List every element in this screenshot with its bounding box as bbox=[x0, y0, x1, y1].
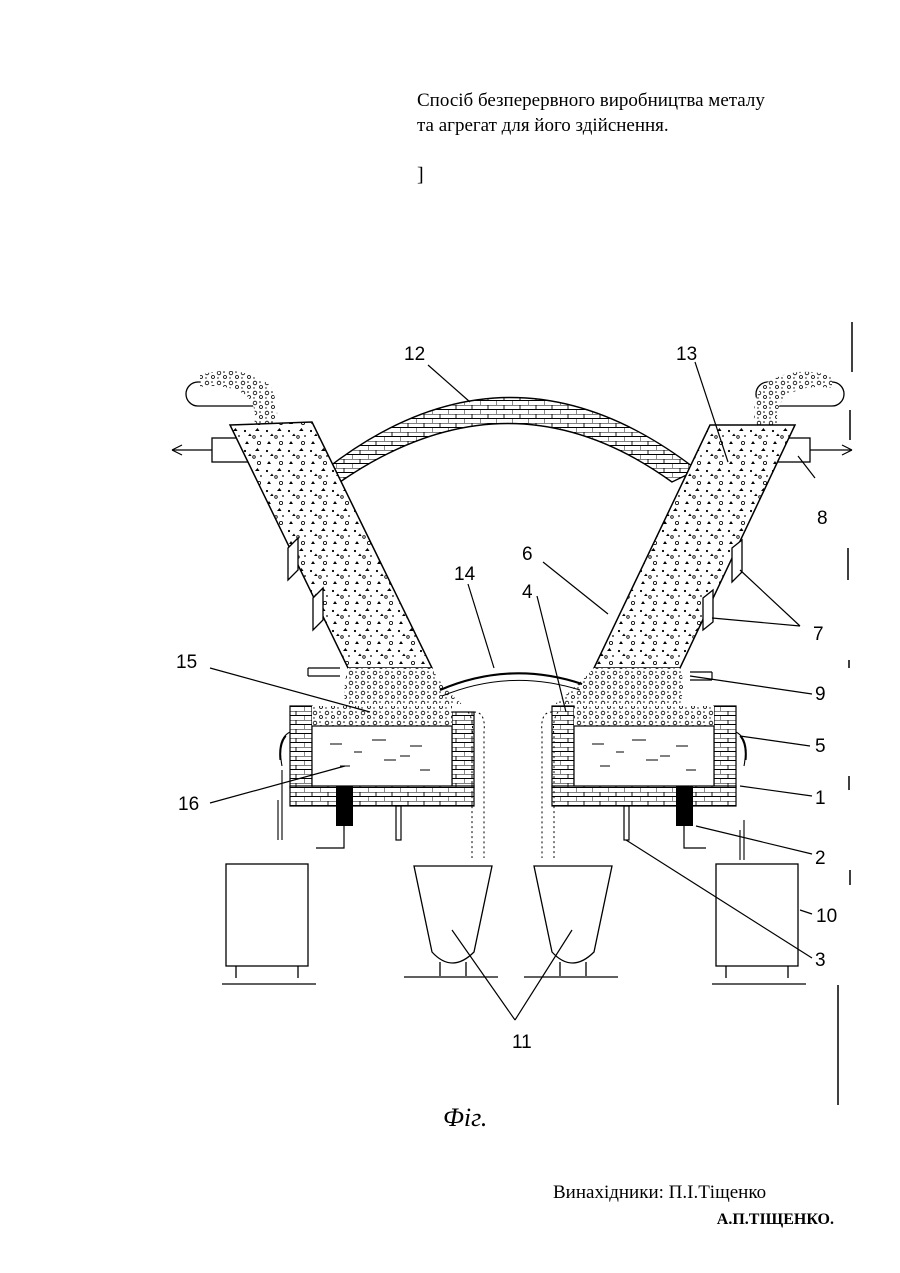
left-shaft bbox=[230, 422, 432, 668]
right-hearth bbox=[552, 706, 736, 806]
metal-ladles bbox=[404, 866, 618, 977]
inventor-2: А.П.ТІЩЕНКО. bbox=[717, 1211, 834, 1229]
label-8: 8 bbox=[817, 508, 828, 529]
label-12: 12 bbox=[404, 344, 425, 365]
label-15: 15 bbox=[176, 652, 197, 673]
margin-marks bbox=[838, 322, 852, 1105]
right-shaft bbox=[594, 425, 795, 668]
label-6: 6 bbox=[522, 544, 533, 565]
left-hearth bbox=[290, 706, 474, 806]
label-14: 14 bbox=[454, 564, 476, 585]
right-charge-pile bbox=[555, 668, 683, 704]
left-charge-pile bbox=[344, 668, 462, 704]
label-5: 5 bbox=[815, 736, 826, 757]
label-7: 7 bbox=[813, 624, 824, 645]
figure-caption: Фіг. bbox=[443, 1103, 487, 1133]
left-conveyor bbox=[186, 371, 277, 425]
small-arch bbox=[440, 673, 582, 690]
label-11: 11 bbox=[512, 1032, 532, 1053]
slag-pots bbox=[222, 864, 806, 984]
label-13: 13 bbox=[676, 344, 697, 365]
metal-streams bbox=[468, 712, 558, 858]
right-conveyor bbox=[754, 372, 844, 426]
label-10: 10 bbox=[816, 906, 837, 927]
arch-roof bbox=[325, 398, 697, 483]
label-1: 1 bbox=[815, 788, 826, 809]
label-2: 2 bbox=[815, 848, 826, 869]
label-3: 3 bbox=[815, 950, 826, 971]
label-4: 4 bbox=[522, 582, 533, 603]
label-16: 16 bbox=[178, 794, 199, 815]
label-9: 9 bbox=[815, 684, 826, 705]
inventors-line: Винахідники: П.І.Тіщенко bbox=[553, 1182, 766, 1204]
bottom-rods bbox=[396, 806, 629, 840]
